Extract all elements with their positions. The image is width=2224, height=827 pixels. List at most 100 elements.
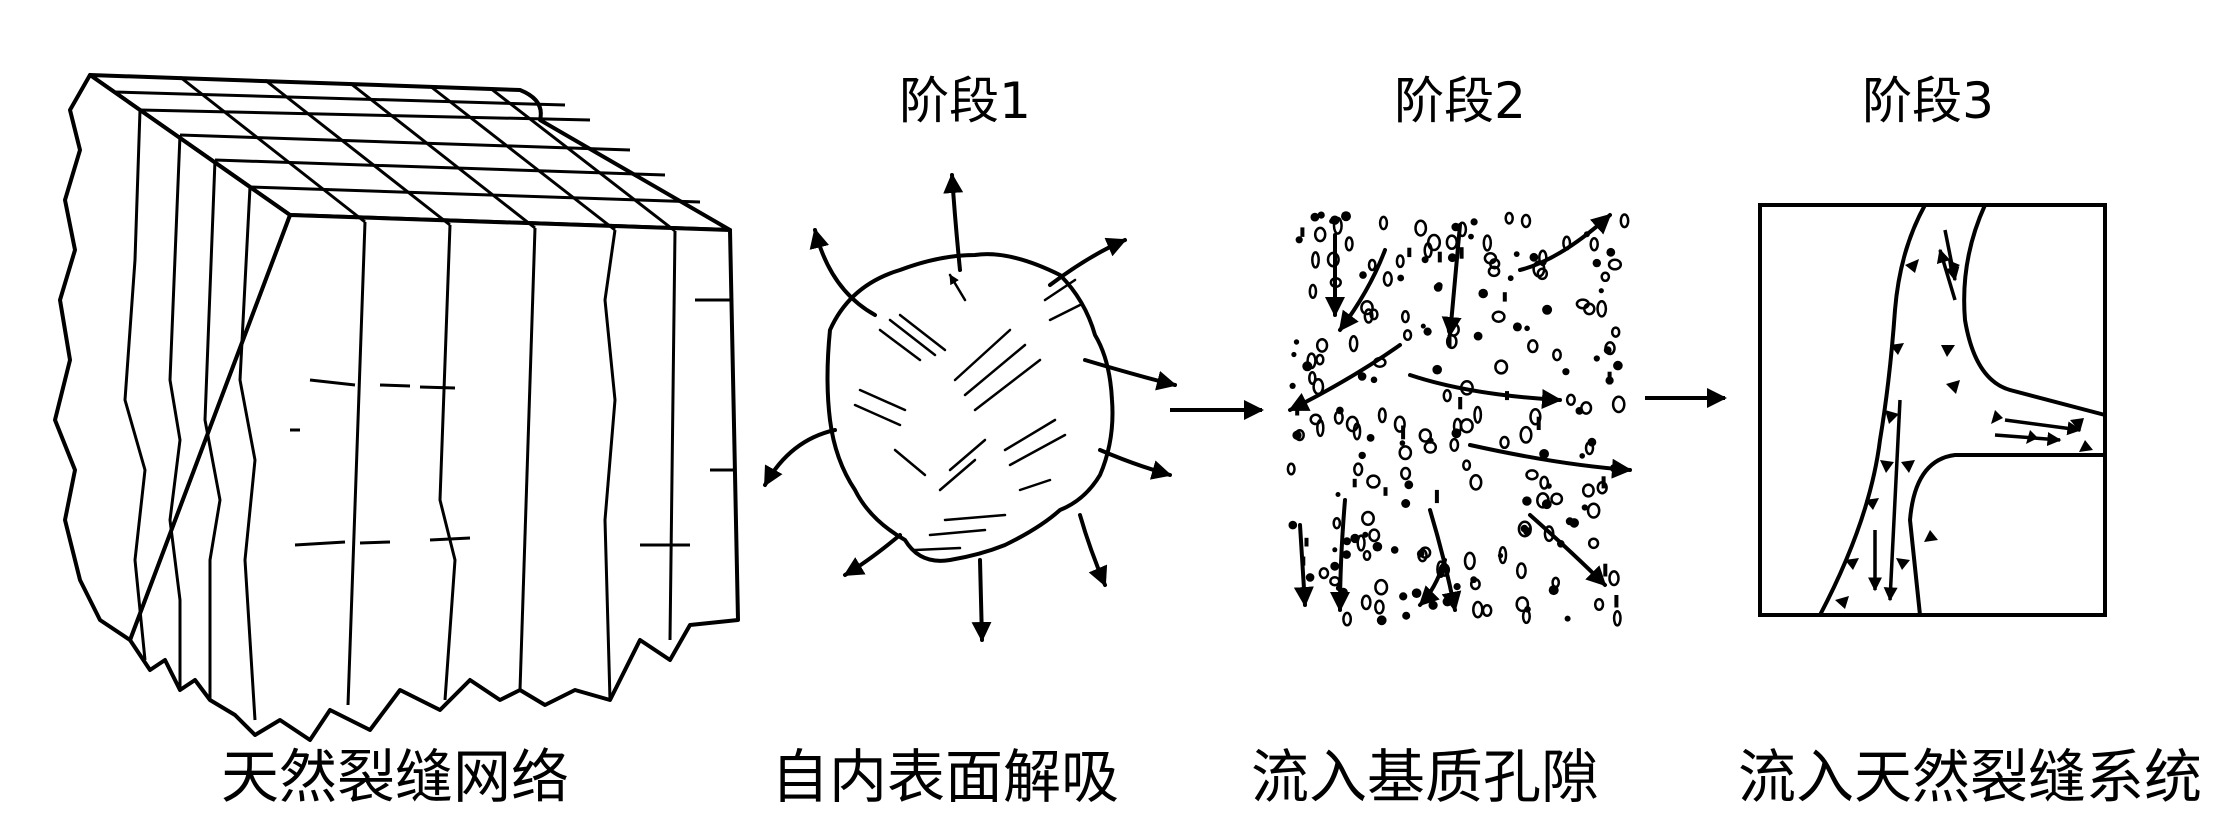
pore bbox=[1562, 368, 1570, 376]
pore bbox=[1341, 211, 1351, 222]
pore bbox=[1581, 483, 1595, 498]
block-left-face bbox=[53, 73, 292, 642]
pore bbox=[1398, 445, 1413, 461]
pore bbox=[1522, 496, 1532, 506]
pore bbox=[1550, 492, 1564, 506]
pore bbox=[1520, 524, 1529, 533]
pore bbox=[1317, 211, 1325, 219]
pore bbox=[1515, 562, 1527, 580]
pore bbox=[1390, 546, 1399, 554]
pore bbox=[1575, 298, 1590, 310]
pore bbox=[1468, 233, 1474, 240]
pore bbox=[1449, 437, 1460, 452]
pore bbox=[1393, 415, 1406, 433]
pore bbox=[1310, 212, 1320, 222]
pore bbox=[1539, 449, 1549, 459]
stage-1-title: 阶段1 bbox=[899, 72, 1031, 130]
pore bbox=[1369, 308, 1379, 321]
pore bbox=[1420, 323, 1426, 329]
caption-matrix-pores: 流入基质孔隙 bbox=[1251, 743, 1599, 811]
pore bbox=[1370, 376, 1378, 384]
pore bbox=[1552, 348, 1562, 362]
pore bbox=[1305, 573, 1315, 582]
stage-2-title: 阶段2 bbox=[1394, 72, 1526, 130]
caption-desorption: 自内表面解吸 bbox=[771, 743, 1119, 811]
pore bbox=[1494, 359, 1509, 375]
pore bbox=[1316, 418, 1325, 438]
pore bbox=[1542, 304, 1553, 315]
pore bbox=[1382, 271, 1393, 287]
pore bbox=[1294, 428, 1305, 442]
pore bbox=[1614, 595, 1619, 608]
pore bbox=[1363, 308, 1374, 324]
pore bbox=[1432, 364, 1442, 375]
pore bbox=[1362, 549, 1372, 562]
pore bbox=[1286, 462, 1296, 476]
pore bbox=[1434, 489, 1439, 504]
pore bbox=[1536, 267, 1549, 281]
pore bbox=[1491, 310, 1506, 323]
block-front-face bbox=[128, 213, 740, 742]
pore bbox=[1348, 334, 1359, 353]
pore bbox=[1359, 271, 1367, 279]
caption-fracture-system: 流入天然裂缝系统 bbox=[1738, 743, 2202, 811]
pore bbox=[1529, 252, 1539, 262]
pore bbox=[1452, 417, 1463, 435]
pore bbox=[1469, 474, 1483, 491]
pore bbox=[1366, 434, 1375, 442]
pore bbox=[1473, 331, 1483, 341]
pore bbox=[1478, 288, 1488, 299]
fracture-channel bbox=[1816, 203, 2107, 617]
pore bbox=[1515, 596, 1530, 613]
pore bbox=[1592, 258, 1602, 268]
pore bbox=[1357, 372, 1367, 381]
pore bbox=[1579, 453, 1585, 459]
pore bbox=[1374, 578, 1389, 596]
pore bbox=[1343, 537, 1351, 546]
pore bbox=[1352, 478, 1357, 488]
particle-outline bbox=[825, 252, 1115, 563]
pore bbox=[1342, 550, 1351, 559]
pore bbox=[1445, 234, 1458, 251]
pore bbox=[1313, 226, 1327, 243]
pore bbox=[1329, 218, 1335, 224]
pore bbox=[1372, 541, 1383, 552]
pore bbox=[1414, 219, 1428, 237]
pore bbox=[1458, 397, 1463, 410]
pore bbox=[1291, 351, 1297, 358]
pore bbox=[1342, 611, 1353, 627]
pore bbox=[1329, 575, 1341, 587]
pore bbox=[1527, 339, 1539, 354]
pore bbox=[1541, 499, 1552, 510]
pore bbox=[1507, 275, 1514, 282]
pore bbox=[1499, 435, 1510, 450]
pore bbox=[1302, 361, 1313, 372]
pore bbox=[1411, 588, 1422, 598]
pore bbox=[1344, 236, 1354, 252]
pore bbox=[1565, 517, 1574, 526]
pore bbox=[1513, 251, 1520, 257]
pore bbox=[1433, 283, 1443, 292]
pore bbox=[1497, 553, 1504, 559]
pore bbox=[1472, 600, 1484, 619]
desorption-particle bbox=[763, 173, 1177, 642]
pore bbox=[1335, 492, 1341, 497]
pore bbox=[1368, 528, 1381, 543]
pore bbox=[1423, 327, 1432, 336]
pore bbox=[1589, 236, 1599, 252]
pore bbox=[1304, 537, 1309, 547]
pore bbox=[1606, 247, 1616, 257]
pore bbox=[1473, 405, 1483, 424]
pore bbox=[1586, 502, 1601, 519]
pore bbox=[1519, 425, 1533, 444]
pore bbox=[1376, 615, 1387, 626]
pore bbox=[1610, 326, 1621, 338]
pore bbox=[1295, 236, 1303, 244]
pore bbox=[1397, 274, 1405, 282]
pore bbox=[1483, 252, 1498, 265]
pore bbox=[1565, 393, 1576, 406]
fracture-system bbox=[1758, 203, 2107, 617]
pore bbox=[1442, 389, 1452, 403]
pore bbox=[1289, 382, 1296, 389]
